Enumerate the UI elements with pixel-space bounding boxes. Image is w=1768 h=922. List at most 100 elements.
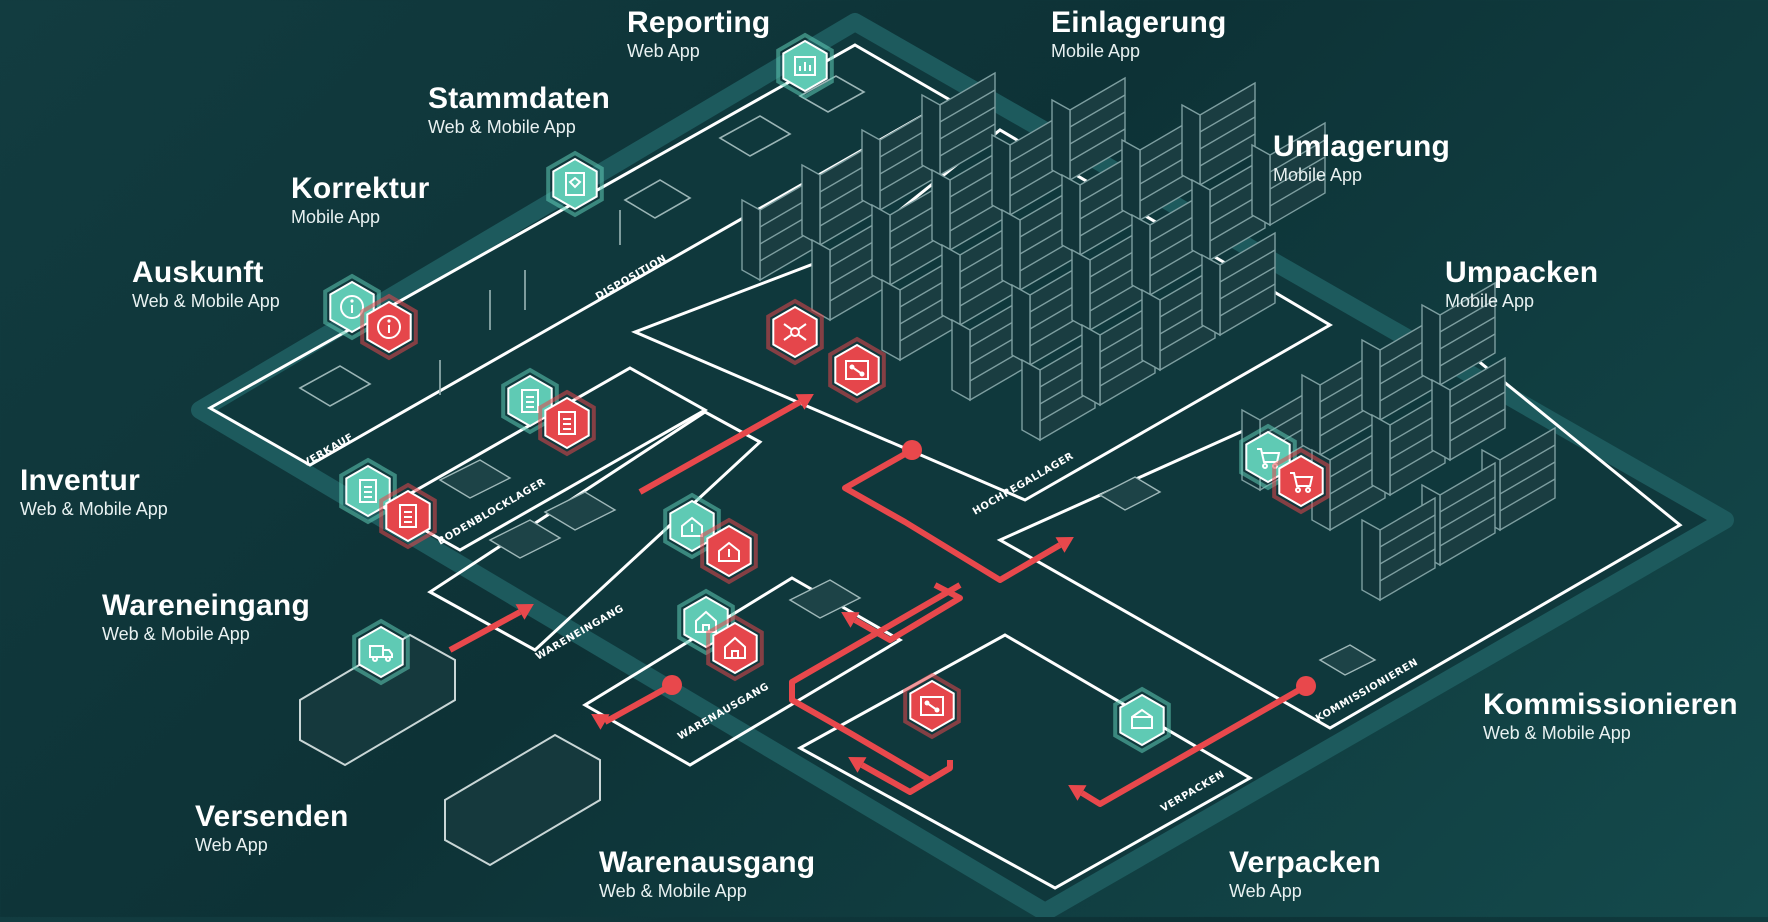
module-subtitle: Web App	[1229, 881, 1302, 901]
flow-arrowhead	[1068, 785, 1087, 801]
rack	[1181, 81, 1256, 187]
module-label-reporting: Reporting Web App	[627, 6, 771, 61]
rack	[1251, 121, 1326, 227]
flow-kommissionieren-to-verpacken	[1080, 683, 1308, 807]
rack	[1071, 226, 1146, 332]
module-label-versenden: Versenden Web App	[195, 800, 349, 855]
rack	[1421, 281, 1496, 387]
umlagerung-transfer-icon	[828, 336, 886, 404]
truck-group	[299, 633, 601, 867]
flow-arrowhead	[841, 612, 860, 628]
module-subtitle: Web & Mobile App	[1483, 723, 1631, 743]
rack	[871, 181, 946, 287]
zone-bodenblocklager	[381, 366, 709, 552]
rack	[1201, 231, 1276, 337]
rack	[1141, 266, 1216, 372]
module-label-umlagerung: Umlagerung Mobile App	[1273, 130, 1451, 185]
module-subtitle: Web & Mobile App	[102, 624, 250, 644]
inventur-list-icon-red	[379, 482, 437, 550]
module-subtitle: Web & Mobile App	[20, 499, 168, 519]
flow-hochregal-to-kommissionieren	[842, 447, 1062, 583]
module-subtitle: Web & Mobile App	[428, 117, 576, 137]
einlagerung-box-in-icon-red	[700, 517, 758, 585]
rack	[1431, 356, 1506, 462]
module-subtitle: Mobile App	[1445, 291, 1535, 311]
module-label-einlagerung: Einlagerung Mobile App	[1051, 6, 1227, 61]
module-title: Warenausgang	[599, 846, 816, 879]
module-label-korrektur: Korrektur Mobile App	[291, 172, 430, 227]
rack	[1051, 76, 1126, 182]
module-subtitle: Web App	[195, 835, 268, 855]
module-title: Versenden	[195, 800, 349, 833]
rack	[1301, 351, 1376, 457]
rack	[1361, 496, 1436, 602]
module-title: Wareneingang	[102, 589, 310, 622]
flow-arrowhead	[795, 394, 814, 410]
module-subtitle: Web & Mobile App	[132, 291, 280, 311]
module-title: Stammdaten	[428, 82, 611, 115]
flow-arrowhead	[515, 604, 534, 620]
module-title: Umlagerung	[1273, 130, 1451, 163]
rack	[881, 256, 956, 362]
module-title: Reporting	[627, 6, 771, 39]
verpacken-route-icon	[903, 672, 961, 740]
module-subtitle: Mobile App	[1273, 165, 1363, 185]
flow-start-dot	[662, 675, 682, 695]
module-label-kommissionieren: Kommissionieren Web & Mobile App	[1483, 688, 1738, 743]
reporting-chart-icon	[776, 32, 834, 100]
flow-wareneingang-to-hochregal	[638, 399, 802, 495]
zone-office	[206, 43, 954, 467]
korrektur-edit-icon-red	[538, 389, 596, 457]
rack	[1131, 191, 1206, 297]
flow-truck-to-wareneingang	[448, 609, 522, 653]
flow-verpacken-output	[860, 762, 952, 795]
module-subtitle: Mobile App	[1051, 41, 1141, 61]
flow-arrowhead	[591, 714, 610, 730]
flow-arrowhead	[1055, 537, 1074, 553]
module-subtitle: Web & Mobile App	[599, 881, 747, 901]
umlagerung-move-icon	[766, 298, 824, 366]
rack-group	[741, 71, 1556, 602]
zone-warenausgang	[582, 576, 903, 767]
badge-group	[323, 32, 1330, 754]
module-title: Einlagerung	[1051, 6, 1227, 39]
module-title: Korrektur	[291, 172, 430, 205]
stammdaten-data-icon	[546, 150, 604, 218]
pallet-group	[438, 459, 1377, 676]
module-title: Umpacken	[1445, 256, 1599, 289]
versenden-truck-icon	[352, 618, 410, 686]
module-title: Kommissionieren	[1483, 688, 1738, 721]
module-label-umpacken: Umpacken Mobile App	[1445, 256, 1599, 311]
rack	[941, 221, 1016, 327]
module-subtitle: Web App	[627, 41, 700, 61]
module-label-auskunft: Auskunft Web & Mobile App	[132, 256, 280, 311]
verpacken-package-icon	[1113, 686, 1171, 754]
module-title: Verpacken	[1229, 846, 1381, 879]
truck-inbound	[299, 633, 456, 767]
module-label-warenausgang: Warenausgang Web & Mobile App	[599, 846, 816, 901]
zone-kommissionieren	[996, 336, 1683, 730]
rack	[1061, 151, 1136, 257]
rack	[921, 71, 996, 177]
flow-warenausgang-to-truck	[603, 682, 674, 725]
kommissionieren-cart-icon-red	[1272, 447, 1330, 515]
flow-start-dot	[902, 440, 922, 460]
material-flow	[448, 394, 1316, 807]
auskunft-info-icon-red	[360, 293, 418, 361]
office-furniture	[298, 75, 866, 407]
rack	[861, 106, 936, 212]
module-label-inventur: Inventur Web & Mobile App	[20, 464, 168, 519]
module-title: Inventur	[20, 464, 140, 497]
warenausgang-house-icon-red	[706, 614, 764, 682]
module-title: Auskunft	[132, 256, 264, 289]
flow-start-dot	[1296, 676, 1316, 696]
module-label-verpacken: Verpacken Web App	[1229, 846, 1381, 901]
module-label-wareneingang: Wareneingang Web & Mobile App	[102, 589, 310, 644]
truck-outbound	[444, 733, 601, 867]
inventur-list-icon	[339, 457, 397, 525]
flow-arrowhead	[848, 757, 867, 773]
module-subtitle: Mobile App	[291, 207, 381, 227]
module-label-stammdaten: Stammdaten Web & Mobile App	[428, 82, 611, 137]
